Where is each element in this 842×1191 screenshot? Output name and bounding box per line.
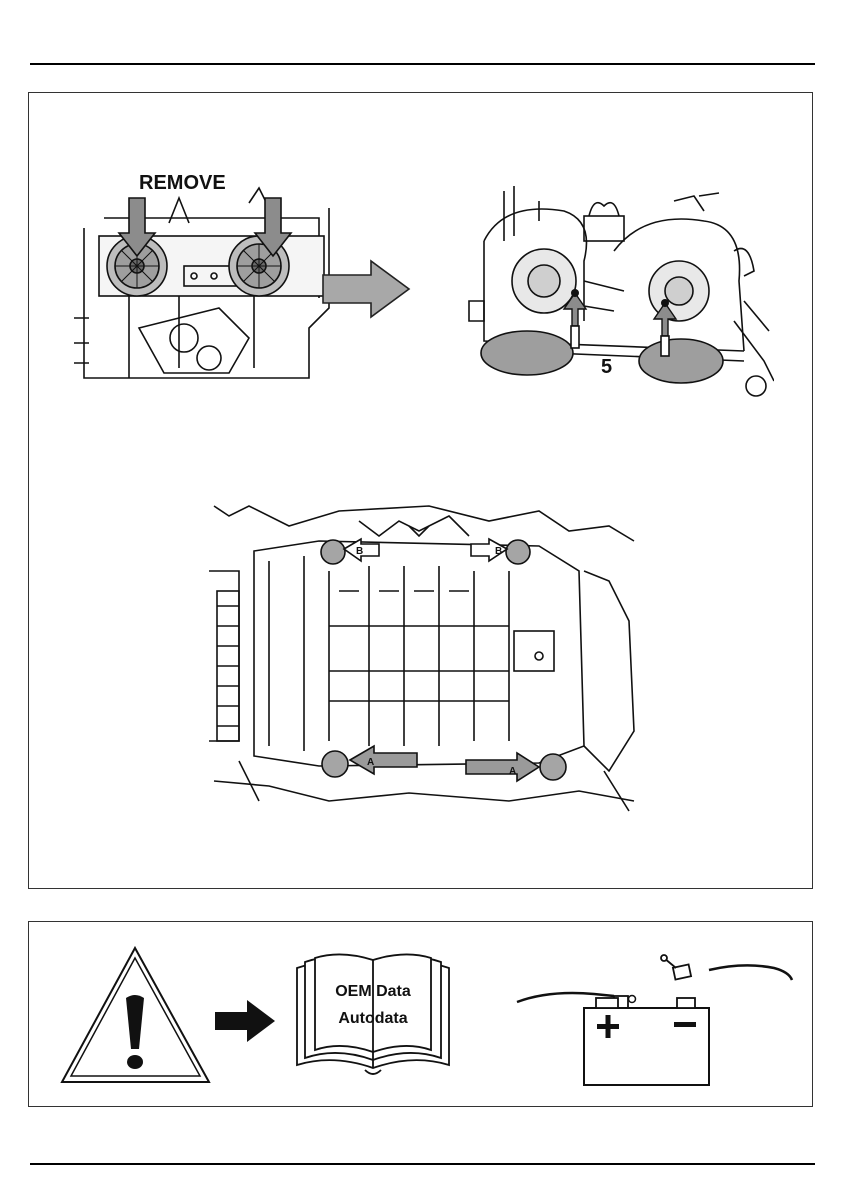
footer-rule (30, 1163, 815, 1165)
illustration-frame: REMOVE (28, 92, 813, 889)
header-rule (30, 63, 815, 65)
flywheel-housing-illustration: B B A A (209, 501, 637, 813)
arrow-a-left-label: A (367, 757, 374, 768)
callout-number: 5 (601, 356, 612, 379)
book-line2: Autodata (293, 1010, 453, 1028)
arrow-b-left-label: B (356, 546, 363, 557)
arrow-a-left-icon (350, 746, 417, 774)
arrow-a-right-label: A (509, 766, 516, 777)
arrow-right-icon (215, 1000, 277, 1042)
book-line1: OEM Data (293, 983, 453, 1001)
arrow-a-right-icon (466, 753, 539, 781)
battery-icon: + − (514, 952, 794, 1087)
arrow-b-right-label: B (495, 546, 502, 557)
remove-label: REMOVE (139, 172, 226, 195)
warning-triangle-icon (58, 944, 213, 1086)
next-step-arrow-icon (321, 259, 413, 319)
sprocket-locking-illustration: 5 (444, 181, 774, 401)
manual-book-icon: OEM Data Autodata (293, 950, 453, 1080)
notice-frame: OEM Data Autodata + − (28, 921, 813, 1107)
camshaft-cover-illustration: REMOVE (69, 178, 334, 388)
